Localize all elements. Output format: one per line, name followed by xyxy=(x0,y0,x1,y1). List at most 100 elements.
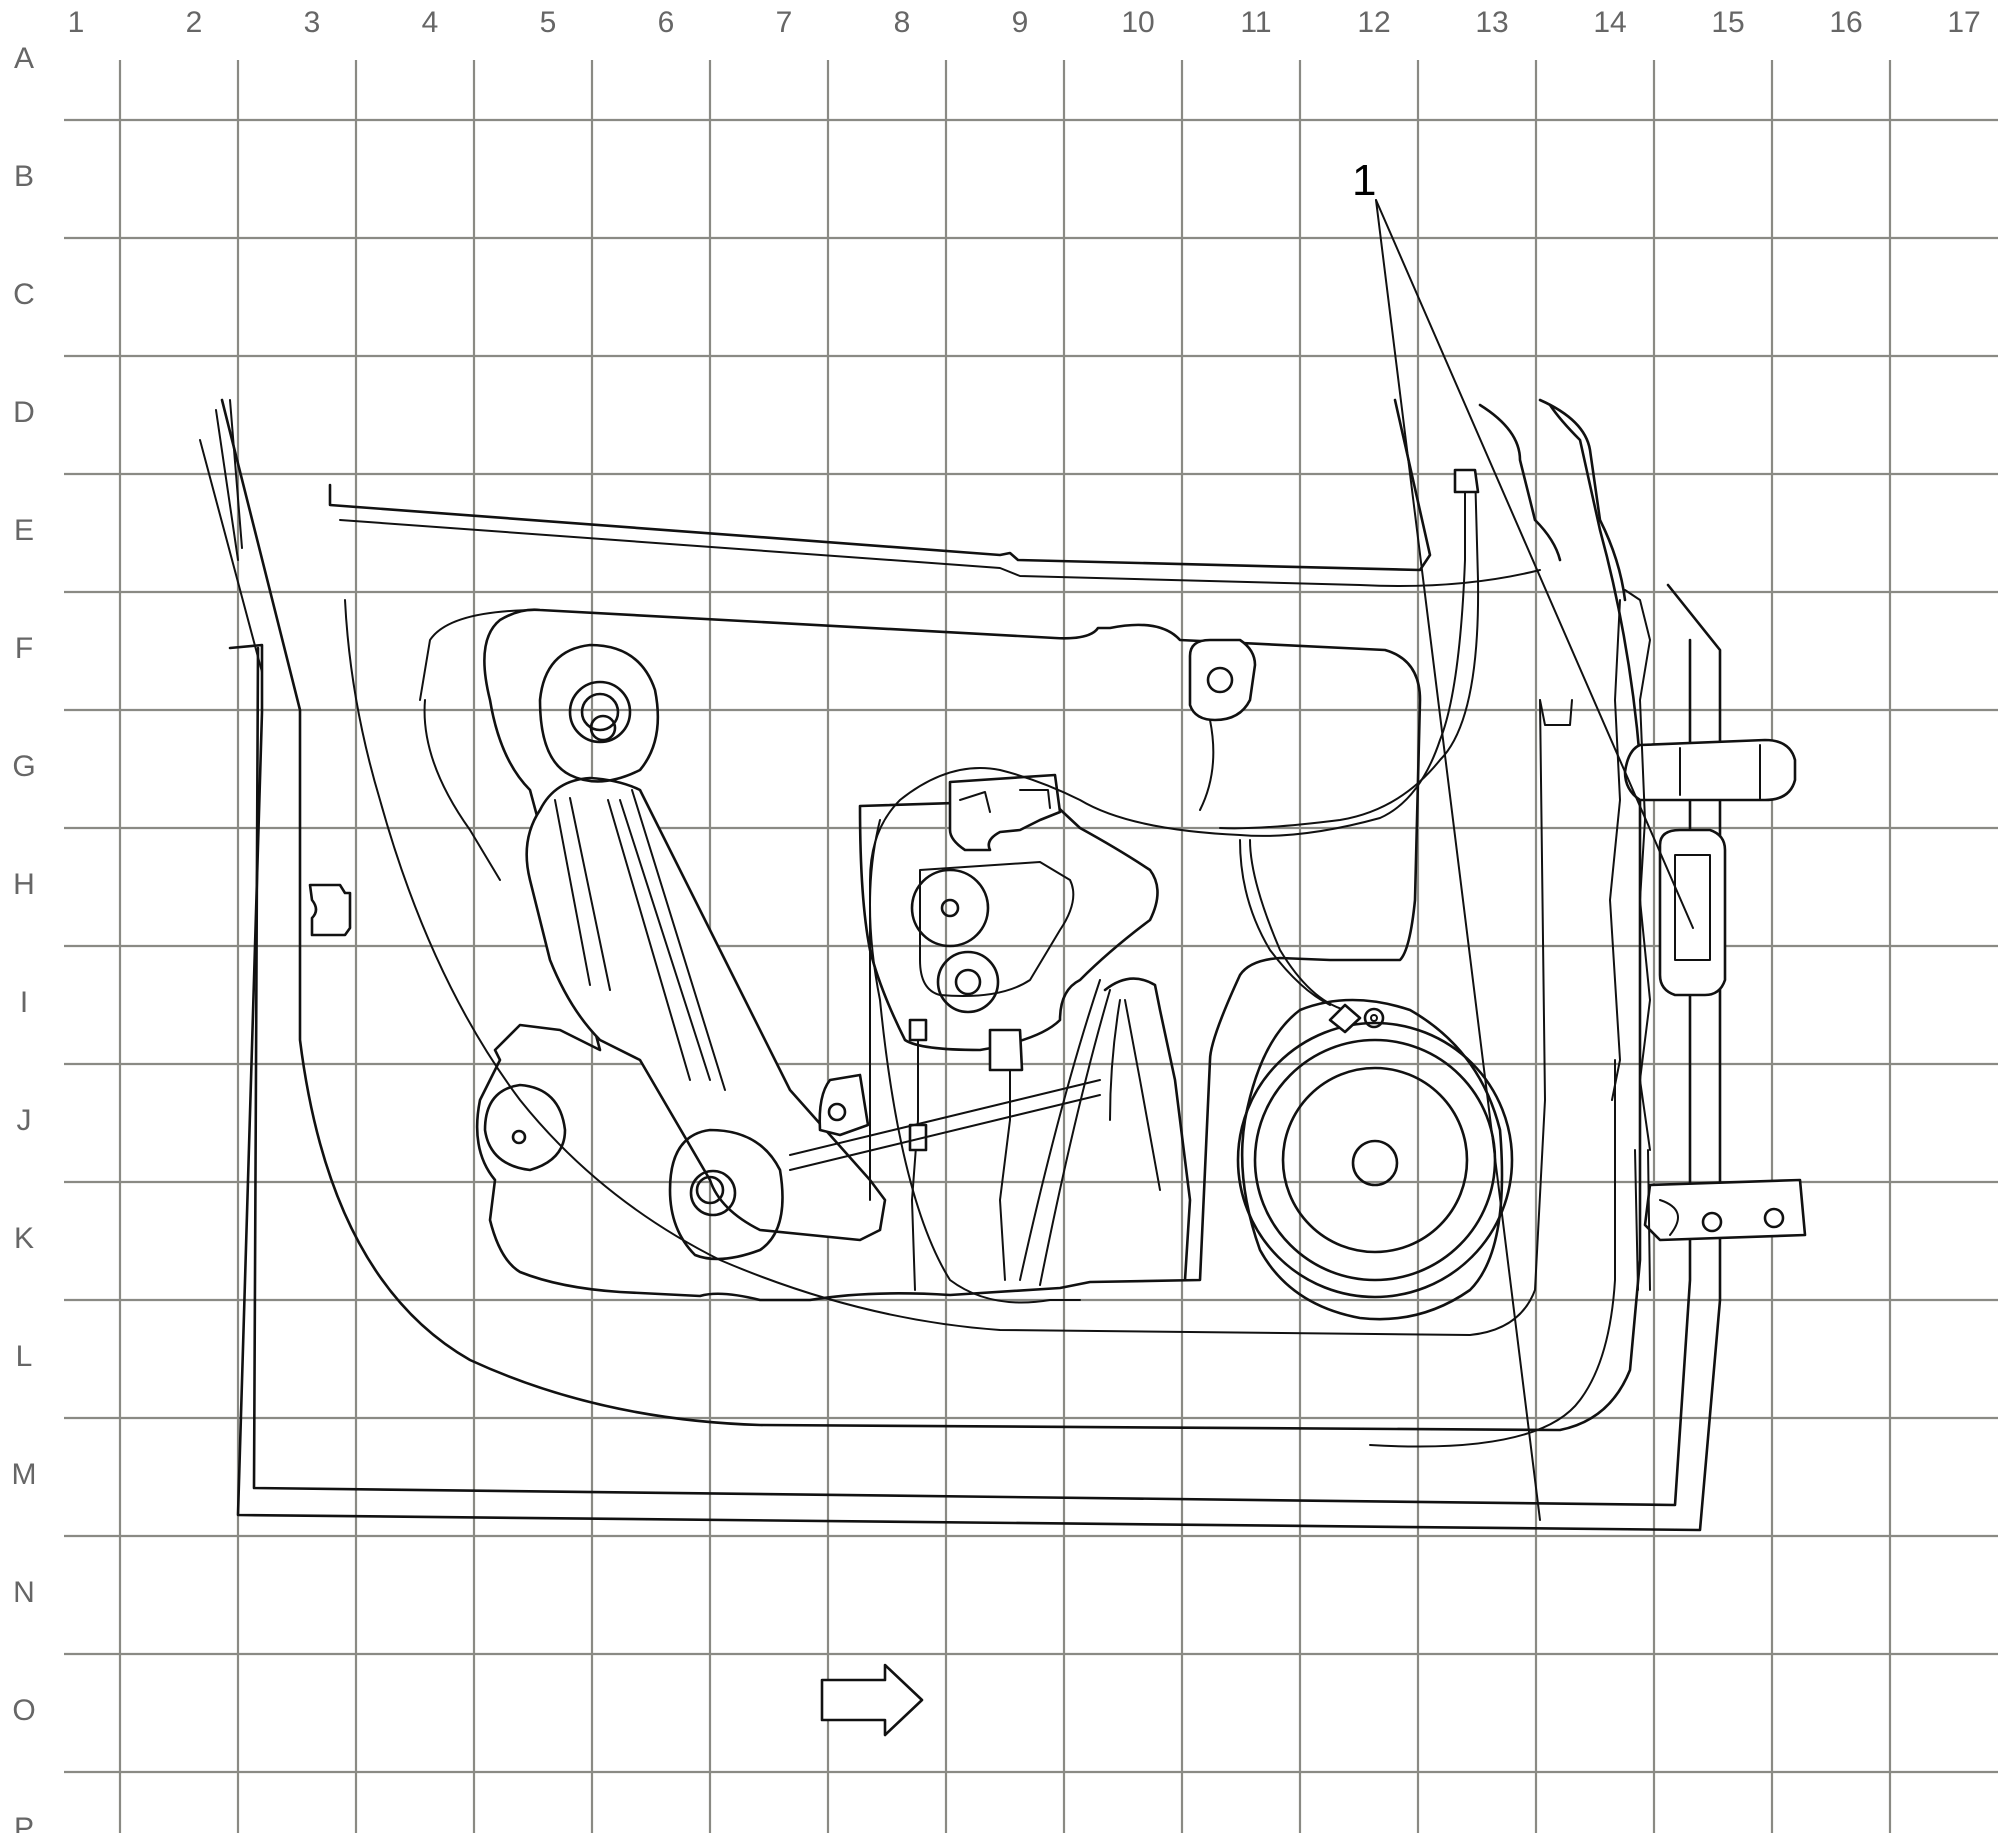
regulator-rail-inner-1 xyxy=(554,789,726,1091)
column-label: 13 xyxy=(1475,6,1508,39)
row-label: L xyxy=(16,1340,33,1373)
cable-vertical-2 xyxy=(999,1059,1011,1281)
column-label: 14 xyxy=(1593,6,1626,39)
door-frame-bottom-inner xyxy=(344,599,1546,1336)
lock-bolt-upper xyxy=(910,868,990,948)
column-label: 2 xyxy=(186,6,203,39)
column-label: 9 xyxy=(1012,6,1029,39)
column-label: 16 xyxy=(1829,6,1862,39)
inner-panel-cavity-inset xyxy=(419,609,541,881)
right-support-bar xyxy=(1103,977,1192,1282)
row-label: G xyxy=(12,750,35,783)
window-beltline-lower xyxy=(339,519,1541,587)
upper-wiring-clip-bolt xyxy=(1206,666,1234,694)
row-label: D xyxy=(13,396,35,429)
row-label: N xyxy=(13,1576,35,1609)
lower-hinge-bolt-1 xyxy=(1701,1211,1723,1233)
grid-horizontal-lines xyxy=(64,118,1998,1774)
inner-handle-bracket-hole xyxy=(827,1102,847,1122)
wiring-harness-clip-line xyxy=(1199,719,1215,811)
cable-connector-block xyxy=(988,1028,1024,1072)
window-channel-clip xyxy=(1453,468,1480,494)
lock-bolt-upper-inner xyxy=(940,898,960,918)
cable-diagonal xyxy=(1019,979,1111,1286)
column-label: 8 xyxy=(894,6,911,39)
lower-left-bolt-ring xyxy=(689,1169,737,1217)
right-support-bar-inner xyxy=(1109,999,1161,1191)
column-label: 11 xyxy=(1240,6,1271,39)
upper-left-mount xyxy=(538,643,660,783)
speaker-center xyxy=(1351,1139,1399,1187)
column-label: 4 xyxy=(422,6,439,39)
window-beltline xyxy=(328,398,1432,572)
upper-wiring-clip xyxy=(1188,638,1257,722)
column-label: 5 xyxy=(540,6,557,39)
row-label: M xyxy=(12,1458,37,1491)
lower-left-mount xyxy=(668,1128,784,1261)
lower-hinge-bracket xyxy=(1643,1178,1807,1242)
module-connector xyxy=(948,773,1062,852)
column-label: 6 xyxy=(658,6,675,39)
row-label: O xyxy=(12,1694,35,1727)
callout-1-leader-b xyxy=(1375,199,1541,1521)
wiring-harness-main xyxy=(869,469,1466,1201)
row-label: H xyxy=(13,868,35,901)
left-hinge-bracket xyxy=(308,883,352,937)
row-label: C xyxy=(13,278,35,311)
lower-hinge-pin xyxy=(1634,1149,1679,1291)
upper-left-bolt-ring xyxy=(568,680,632,744)
regulator-rail xyxy=(525,776,887,1242)
row-label: A xyxy=(14,42,34,75)
wiring-harness-branch xyxy=(1219,469,1480,830)
row-label: E xyxy=(14,514,34,547)
row-label: P xyxy=(14,1812,34,1833)
speaker-ring xyxy=(1253,1038,1497,1282)
mid-right-bracket xyxy=(1539,699,1573,726)
column-label: 1 xyxy=(68,6,85,39)
row-label: J xyxy=(17,1104,32,1137)
wiring-connector-square xyxy=(1328,1003,1362,1034)
door-inner-shell-outline xyxy=(252,638,1692,1507)
row-label: F xyxy=(15,632,33,665)
inner-handle-bracket xyxy=(818,1073,870,1137)
cable-connector-small xyxy=(908,1018,928,1042)
row-label: B xyxy=(14,160,34,193)
column-label: 10 xyxy=(1121,6,1154,39)
door-frame-left-strip xyxy=(215,399,243,561)
lock-cylinder-slot xyxy=(1658,828,1727,997)
door-outer-shell xyxy=(228,583,1722,1532)
door-frame-left-pillar xyxy=(220,398,1642,1432)
column-label: 3 xyxy=(304,6,321,39)
lock-striker-upper-inner xyxy=(1679,744,1761,801)
right-edge-strip-2 xyxy=(1609,599,1621,1101)
left-screw-mount xyxy=(483,1083,567,1172)
column-label: 12 xyxy=(1357,6,1390,39)
lower-left-bolt xyxy=(695,1175,725,1205)
wiring-harness-lower xyxy=(1239,839,1346,1011)
column-label: 17 xyxy=(1947,6,1980,39)
lock-module-inner xyxy=(919,861,1075,997)
door-frame-bottom-loop xyxy=(1369,1059,1616,1448)
lock-cylinder-slot-inner xyxy=(1674,854,1711,961)
callout-1-label: 1 xyxy=(1352,156,1376,205)
row-label: K xyxy=(14,1222,34,1255)
upper-left-bolt-inner xyxy=(589,714,617,742)
speaker-screw xyxy=(1363,1007,1385,1029)
left-screw-hole xyxy=(511,1129,527,1145)
door-frame-left-pillar-inner xyxy=(199,439,263,673)
module-connector-detail xyxy=(959,789,1051,813)
arrow-right-icon xyxy=(820,1663,924,1737)
speaker-outer xyxy=(1236,1021,1514,1299)
lock-rod xyxy=(789,1079,1101,1171)
speaker-housing xyxy=(1240,998,1504,1321)
lower-hinge-bolt-2 xyxy=(1763,1207,1785,1229)
callout-1-leader-a xyxy=(1375,199,1694,929)
door-drawing xyxy=(199,398,1807,1532)
speaker-screw-center xyxy=(1370,1014,1378,1022)
door-frame-top-right xyxy=(1478,398,1627,602)
column-label: 7 xyxy=(776,6,793,39)
right-edge-strip xyxy=(1624,589,1651,1151)
